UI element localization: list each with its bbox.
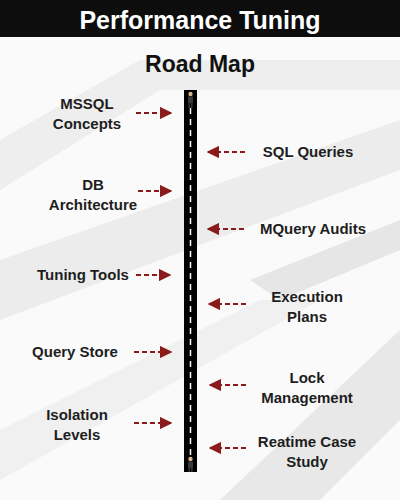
pointer-arrow (136, 112, 171, 114)
page-title: Performance Tuning (0, 4, 400, 37)
pointer-arrow (208, 228, 244, 230)
subtitle: Road Map (0, 50, 400, 80)
roadmap-step: MSSQL Concepts (42, 94, 132, 133)
road (184, 90, 197, 472)
pointer-arrow (208, 151, 245, 153)
roadmap-step: Lock Management (252, 368, 362, 407)
pointer-arrow (210, 384, 246, 386)
pointer-arrow (138, 190, 171, 192)
title-banner (0, 0, 400, 37)
roadmap-step: DB Architecture (43, 175, 143, 214)
person-figure (188, 92, 193, 108)
decor-shape (220, 330, 400, 500)
road-centerline (190, 108, 192, 455)
roadmap-step: Isolation Levels (32, 405, 122, 444)
roadmap-step: MQuery Audits (243, 219, 383, 239)
roadmap-step: Execution Plans (262, 287, 352, 326)
roadmap-step: SQL Queries (248, 142, 368, 162)
pointer-arrow (134, 422, 171, 424)
roadmap-step: Query Store (15, 342, 135, 362)
roadmap-step: Reatime Case Study (252, 432, 362, 471)
person-figure (188, 457, 193, 472)
pointer-arrow (209, 303, 246, 305)
roadmap-step: Tuning Tools (18, 265, 148, 285)
pointer-arrow (134, 351, 171, 353)
pointer-arrow (210, 447, 246, 449)
pointer-arrow (136, 274, 170, 276)
